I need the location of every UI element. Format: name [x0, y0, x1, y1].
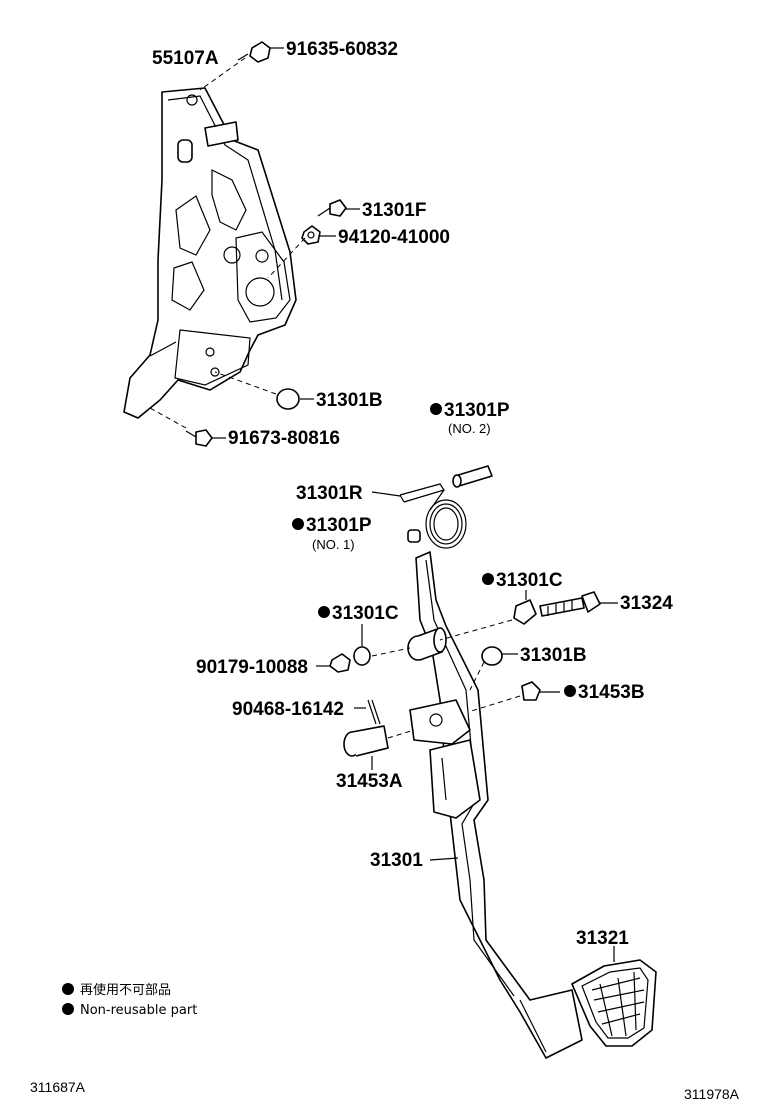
pedal-arm-31301-drawing	[407, 551, 583, 1059]
legend-text-en: Non-reusable part	[80, 1003, 197, 1018]
label-55107a: 55107A	[152, 48, 219, 69]
clip-90468-drawing	[367, 699, 381, 725]
label-31301p-no2-note: (NO. 2)	[448, 421, 491, 436]
footer-code-left: 311687A	[30, 1079, 86, 1095]
legend-bullet-jp	[62, 983, 74, 995]
label-31301: 31301	[370, 850, 423, 871]
label-90179-10088: 90179-10088	[196, 657, 308, 678]
pin-31453a-drawing	[343, 725, 389, 757]
label-94120-41000: 94120-41000	[338, 227, 450, 248]
spring-31301r-drawing	[399, 483, 467, 549]
non-reusable-marker-31453b	[564, 685, 576, 697]
label-31301c-left: 31301C	[332, 603, 399, 624]
collar-31301c-left-drawing	[329, 646, 371, 673]
legend-text-jp: 再使用不可部品	[80, 982, 171, 998]
bolt-31301f-drawing	[301, 199, 347, 245]
label-31301b-upper: 31301B	[316, 390, 383, 411]
bolt-31324-drawing	[513, 591, 601, 625]
label-91635-60832: 91635-60832	[286, 39, 398, 60]
label-31301f: 31301F	[362, 200, 426, 221]
bush-31301b-upper-drawing	[276, 388, 300, 410]
label-31301p-no1: 31301P	[306, 515, 372, 536]
label-90468-16142: 90468-16142	[232, 699, 344, 720]
legend: 再使用不可部品 Non-reusable part	[62, 982, 197, 1018]
label-31301b-lower: 31301B	[520, 645, 587, 666]
non-reusable-marker-31301c-left	[318, 606, 330, 618]
pedal-pad-31321-drawing	[571, 959, 657, 1047]
label-31301p-no2: 31301P	[444, 400, 510, 421]
footer-code-right: 311978A	[684, 1086, 740, 1102]
label-31321: 31321	[576, 928, 629, 949]
non-reusable-marker-31301p-no1	[292, 518, 304, 530]
legend-bullet-en	[62, 1003, 74, 1015]
bush-31453b-drawing	[521, 681, 541, 701]
pin-31301p-no1-drawing	[407, 529, 421, 543]
non-reusable-marker-31301p-no2	[430, 403, 442, 415]
label-91673-80816: 91673-80816	[228, 428, 340, 449]
label-31453a: 31453A	[336, 771, 403, 792]
label-31453b: 31453B	[578, 682, 645, 703]
non-reusable-marker-31301c-right	[482, 573, 494, 585]
bracket-55107a-drawing	[123, 87, 297, 419]
label-31301r: 31301R	[296, 483, 363, 504]
bolt-91673-drawing	[185, 429, 213, 447]
label-31301c-right: 31301C	[496, 570, 563, 591]
bolt-91635-drawing	[237, 41, 271, 63]
label-31301p-no1-note: (NO. 1)	[312, 537, 355, 552]
bush-31301b-lower-drawing	[481, 646, 503, 666]
pin-31301p-no2-drawing	[452, 465, 493, 488]
label-31324: 31324	[620, 593, 673, 614]
